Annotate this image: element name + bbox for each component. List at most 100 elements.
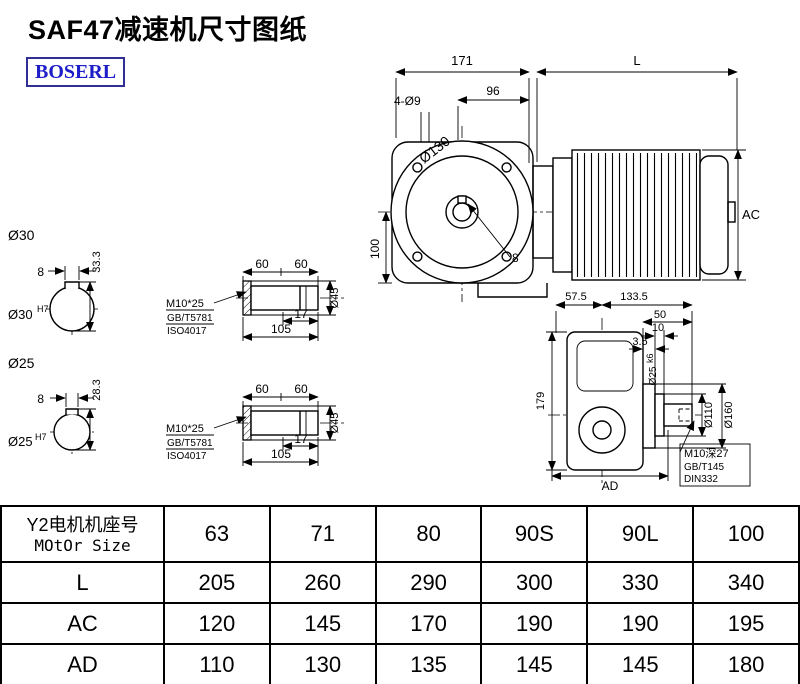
- table-cell: 90L: [586, 505, 695, 563]
- table-cell: 340: [692, 561, 800, 604]
- gearbox-body-lower: [477, 283, 548, 298]
- table-row-AC: AC 120 145 170 190 190 195: [0, 602, 800, 645]
- dim-O45: Ø45: [329, 288, 341, 309]
- table-header-row: Y2电机机座号 MOtOr Size 63 71 80 90S 90L 100: [0, 505, 800, 563]
- bore-keyway: [457, 195, 467, 204]
- callout-box: [679, 443, 751, 487]
- dimension-drawing: 171 L 96 4-Ø9 Ø130 100 8 AC Ø30: [8, 53, 760, 493]
- dim-O45: Ø45: [329, 413, 341, 434]
- dim-60-left: 60: [255, 257, 269, 271]
- dim-96: 96: [486, 84, 500, 98]
- table-cell: 63: [163, 505, 271, 563]
- dim-50: 50: [654, 309, 666, 321]
- callout-iso4017: ISO4017: [167, 451, 207, 462]
- front-view: 171 L 96 4-Ø9 Ø130 100 8 AC: [368, 53, 760, 302]
- tapped-hole: [678, 408, 692, 422]
- boserl-logo-text: BOSERL: [35, 61, 117, 83]
- flange-spigot-circle: [405, 155, 519, 269]
- dim-AC: AC: [742, 207, 760, 222]
- bolt-body: [250, 285, 319, 311]
- boserl-logo: BOSERL: [26, 57, 126, 87]
- table-cell: 300: [480, 561, 589, 604]
- row-label-AC: AC: [0, 602, 165, 645]
- bolt-body: [250, 410, 319, 436]
- dim-O25k6-sup: k6: [645, 353, 655, 363]
- table-cell: 145: [480, 643, 589, 684]
- label-O30H7-sup: H7: [37, 304, 49, 314]
- dim-10: 10: [652, 322, 664, 334]
- table-cell: 205: [163, 561, 271, 604]
- dim-100: 100: [368, 239, 382, 259]
- table-cell: 170: [374, 602, 483, 645]
- bore-circle-25: [53, 413, 91, 451]
- dim-133-5: 133.5: [620, 291, 648, 303]
- table-row-L: L 205 260 290 300 330 340: [0, 561, 800, 604]
- label-O30: Ø30: [8, 227, 35, 243]
- dim-17: 17: [294, 432, 308, 446]
- output-shaft: [663, 403, 693, 427]
- label-O25H7: Ø25: [8, 434, 33, 449]
- callout-m10-depth27: M10深27: [684, 447, 729, 460]
- table-row-AD: AD 110 130 135 145 145 180: [0, 643, 800, 684]
- callout-m10x25: M10*25: [166, 423, 204, 435]
- keyway-slot: [64, 281, 80, 289]
- callout-din332: DIN332: [684, 474, 718, 485]
- table-cell: 195: [692, 602, 800, 645]
- callout-m10x25: M10*25: [166, 298, 204, 310]
- table-cell: 190: [586, 602, 695, 645]
- output-bore-inner-circle: [592, 420, 612, 440]
- dim-60-right: 60: [294, 382, 308, 396]
- bore-section-25: Ø25 8 28.3 Ø25 H7: [8, 355, 103, 454]
- dim-AD: AD: [602, 479, 619, 493]
- table-cell: 80: [374, 505, 483, 563]
- gearbox-housing-side: [566, 331, 644, 471]
- keyway-slot: [65, 408, 79, 415]
- bolt-kit-view-bottom: 60 60 17 105 Ø45 M10*25 GB/T5781 ISO4017: [166, 382, 344, 466]
- dimension-table: Y2电机机座号 MOtOr Size 63 71 80 90S 90L 100 …: [0, 505, 800, 684]
- motor-hub: [727, 201, 736, 223]
- table-cell: 190: [480, 602, 589, 645]
- dim-O25k6: Ø25: [648, 366, 659, 385]
- dim-3-5: 3.5: [632, 336, 647, 348]
- bore-circle-30: [49, 286, 95, 332]
- motor-fins: [576, 153, 697, 277]
- hole-callout-4xO9: 4-Ø9: [394, 94, 421, 108]
- table-cell: 110: [163, 643, 271, 684]
- table-cell: 100: [692, 505, 800, 563]
- washer: [242, 405, 252, 441]
- dim-171: 171: [451, 53, 473, 68]
- table-cell: 145: [586, 643, 695, 684]
- side-view-dimensions: 57.5 133.5 50 10 3.5 Ø25 k6 Ø110 Ø160 17…: [535, 291, 751, 493]
- page-title: SAF47减速机尺寸图纸: [28, 15, 308, 45]
- callout-gbt5781: GB/T5781: [167, 438, 213, 449]
- output-flange: [642, 383, 656, 449]
- table-cell: 260: [268, 561, 377, 604]
- table-cell: 290: [374, 561, 483, 604]
- dim-57-5: 57.5: [565, 291, 586, 303]
- dim-105: 105: [271, 447, 291, 461]
- row-label-L: L: [0, 561, 165, 604]
- dim-60-right: 60: [294, 257, 308, 271]
- label-O25H7-sup: H7: [35, 432, 47, 442]
- washer: [242, 280, 252, 316]
- dim-key-width-8: 8: [37, 392, 44, 406]
- dim-28-3: 28.3: [91, 379, 103, 400]
- flange-outer-circle: [390, 140, 534, 284]
- side-view: 57.5 133.5 50 10 3.5 Ø25 k6 Ø110 Ø160 17…: [535, 291, 751, 493]
- bolt-kit-view-top: 60 60 17 105 Ø45 M10*25 GB/T5781 ISO4017: [166, 257, 344, 341]
- callout-gbt145: GB/T145: [684, 462, 724, 473]
- callout-iso4017: ISO4017: [167, 326, 207, 337]
- header-motor-size-en: MOtOr Size: [34, 536, 131, 555]
- bore-section-30: Ø30 8 33.3 Ø30 H7: [8, 227, 103, 335]
- dim-179: 179: [535, 392, 547, 410]
- table-cell: 180: [692, 643, 800, 684]
- dim-L: L: [633, 53, 640, 68]
- output-bore-circle: [578, 406, 626, 454]
- table-cell: 90S: [480, 505, 589, 563]
- dim-key-width-8: 8: [37, 265, 44, 279]
- front-view-dimensions: 171 L 96 4-Ø9 Ø130 100 8 AC: [368, 53, 760, 284]
- header-motor-size-cn: Y2电机机座号: [26, 515, 139, 535]
- motor-flange: [552, 157, 573, 273]
- table-cell: 145: [268, 602, 377, 645]
- flange-bolt-hole: [412, 251, 423, 262]
